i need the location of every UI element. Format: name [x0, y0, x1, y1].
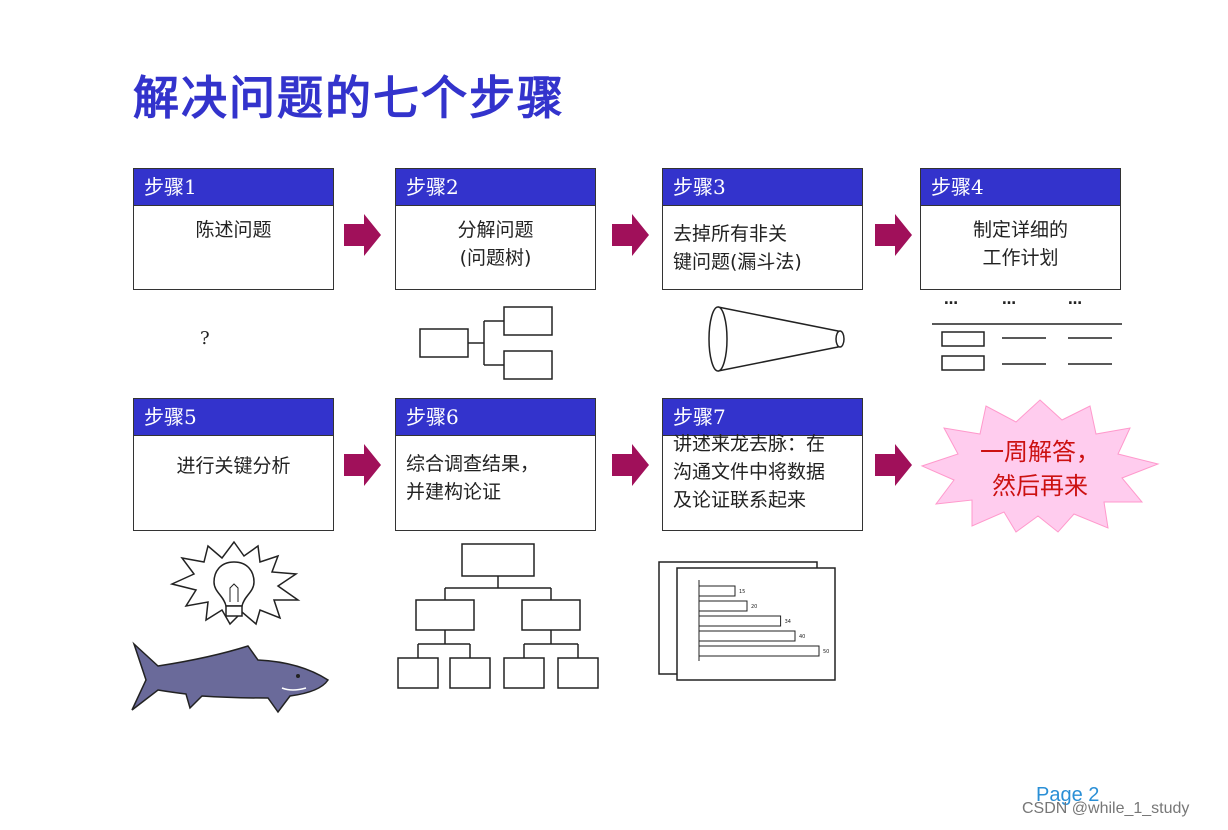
- report-bar: [698, 630, 796, 642]
- report-bar-label: 15: [739, 589, 745, 595]
- page-number: Page 2: [1036, 784, 1100, 806]
- work-plan-icon: … … …: [932, 292, 1122, 371]
- step-3-box: 步骤3 去掉所有非关 键问题(漏斗法): [662, 168, 863, 290]
- org-chart-icon: [397, 543, 599, 689]
- page-title: 解决问题的七个步骤: [133, 71, 565, 125]
- step-3-text: 去掉所有非关 键问题(漏斗法): [673, 223, 802, 273]
- svg-text:…: …: [944, 292, 958, 308]
- shark-icon: [131, 641, 330, 714]
- report-bar: [698, 615, 782, 627]
- step-6-label: 步骤6: [396, 399, 595, 436]
- watermark: CSDN @while_1_study: [1022, 800, 1190, 817]
- step-1-text: 陈述问题: [195, 219, 272, 241]
- step-4-label: 步骤4: [921, 169, 1120, 206]
- report-bar-label: 34: [785, 619, 791, 625]
- arrow-right-icon: [875, 444, 912, 486]
- svg-text:…: …: [1002, 292, 1016, 308]
- report-bar-label: 40: [799, 634, 805, 640]
- step-4-box: 步骤4 制定详细的 工作计划: [920, 168, 1121, 290]
- step-5-box: 步骤5 进行关键分析: [133, 398, 334, 531]
- step-7-box: 步骤7 讲述来龙去脉：在 沟通文件中将数据 及论证联系起来: [662, 398, 863, 531]
- report-bar-label: 50: [823, 649, 829, 655]
- arrow-right-icon: [875, 214, 912, 256]
- funnel-icon: [708, 306, 845, 372]
- step-6-box: 步骤6 综合调查结果， 并建构论证: [395, 398, 596, 531]
- step-2-box: 步骤2 分解问题 (问题树): [395, 168, 596, 290]
- step-1-label: 步骤1: [134, 169, 333, 206]
- report-bar: [698, 585, 736, 597]
- step-7-text: 讲述来龙去脉：在 沟通文件中将数据 及论证联系起来: [673, 433, 826, 511]
- question-mark: ?: [200, 328, 210, 349]
- step-5-text: 进行关键分析: [176, 455, 291, 477]
- lightbulb-icon: [169, 540, 301, 626]
- issue-tree-icon: [419, 306, 553, 380]
- step-6-text: 综合调查结果， 并建构论证: [406, 453, 540, 503]
- step-1-box: 步骤1 陈述问题: [133, 168, 334, 290]
- burst-text: 一周解答， 然后再来: [980, 438, 1100, 500]
- arrow-right-icon: [612, 444, 649, 486]
- report-bar-label: 20: [751, 604, 757, 610]
- arrow-right-icon: [612, 214, 649, 256]
- report-bar: [698, 645, 820, 657]
- step-7-label: 步骤7: [663, 399, 862, 436]
- starburst-icon: [920, 399, 1160, 533]
- step-2-text: 分解问题 (问题树): [457, 219, 534, 269]
- arrow-right-icon: [344, 214, 381, 256]
- step-5-label: 步骤5: [134, 399, 333, 436]
- step-3-label: 步骤3: [663, 169, 862, 206]
- report-bar: [698, 600, 748, 612]
- step-2-label: 步骤2: [396, 169, 595, 206]
- arrow-right-icon: [344, 444, 381, 486]
- step-4-text: 制定详细的 工作计划: [972, 219, 1068, 269]
- svg-text:…: …: [1068, 292, 1082, 308]
- report-document-icon: 15 20 34 40 50: [658, 561, 836, 681]
